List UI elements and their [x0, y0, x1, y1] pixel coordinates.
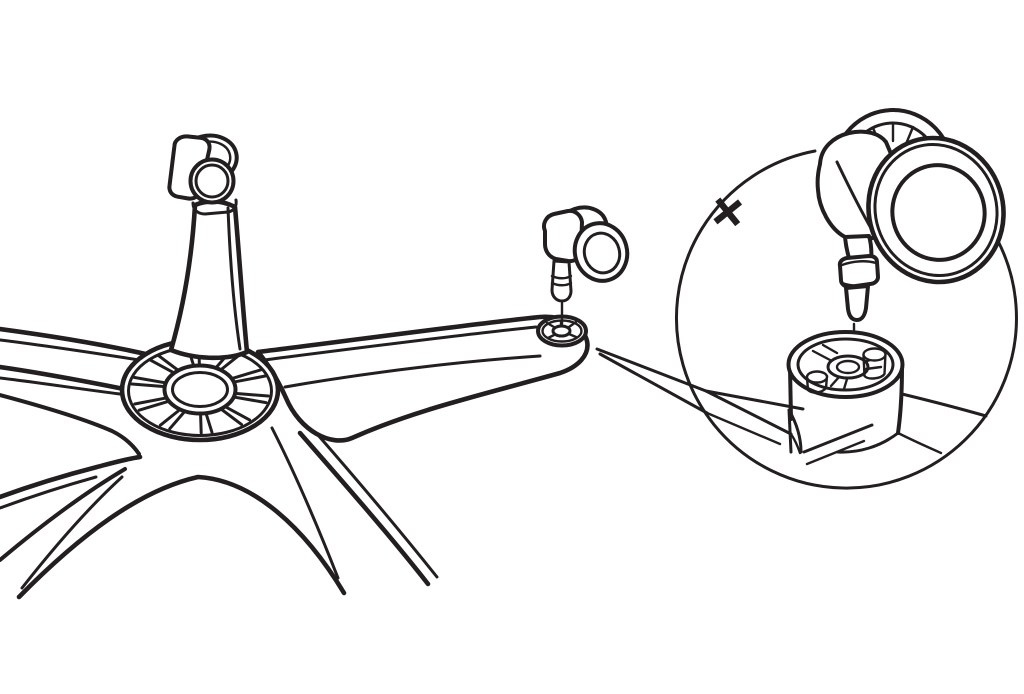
callout-leader-lower	[598, 352, 709, 415]
detail-caster	[815, 108, 1006, 353]
base-hub	[119, 337, 281, 443]
right-arm-body	[255, 314, 590, 443]
loose-caster	[542, 205, 630, 326]
detail-wheel-hubcap	[890, 163, 987, 262]
upper-arm-body	[168, 199, 250, 361]
socket-center-hole	[835, 359, 861, 375]
socket-center-boss	[826, 354, 870, 380]
magnifier-callout	[595, 347, 805, 446]
socket-screw-post-right	[862, 347, 887, 380]
callout-wedge	[704, 389, 805, 436]
chair-base	[0, 133, 590, 600]
detail-view: ×	[674, 108, 1018, 490]
base-arm-lower-right	[270, 425, 439, 587]
loose-caster-stem	[550, 259, 573, 303]
socket-screw-post-left	[805, 370, 829, 394]
incorrect-mark: ×	[708, 184, 748, 236]
caster-mount	[191, 198, 238, 216]
base-arm-left	[0, 326, 153, 456]
socket-ribs	[545, 319, 578, 340]
detail-stem-pin	[844, 284, 870, 322]
base-arm-right	[255, 314, 590, 443]
magnifier-circle	[674, 149, 1018, 490]
base-arm-upper	[167, 133, 250, 361]
base-arm-lower-left	[0, 454, 143, 590]
callout-leader-upper	[595, 347, 708, 393]
detail-socket	[786, 330, 905, 454]
detail-arm-surface	[787, 392, 988, 466]
installed-caster	[167, 133, 239, 216]
base-underside-silhouette	[16, 474, 347, 600]
